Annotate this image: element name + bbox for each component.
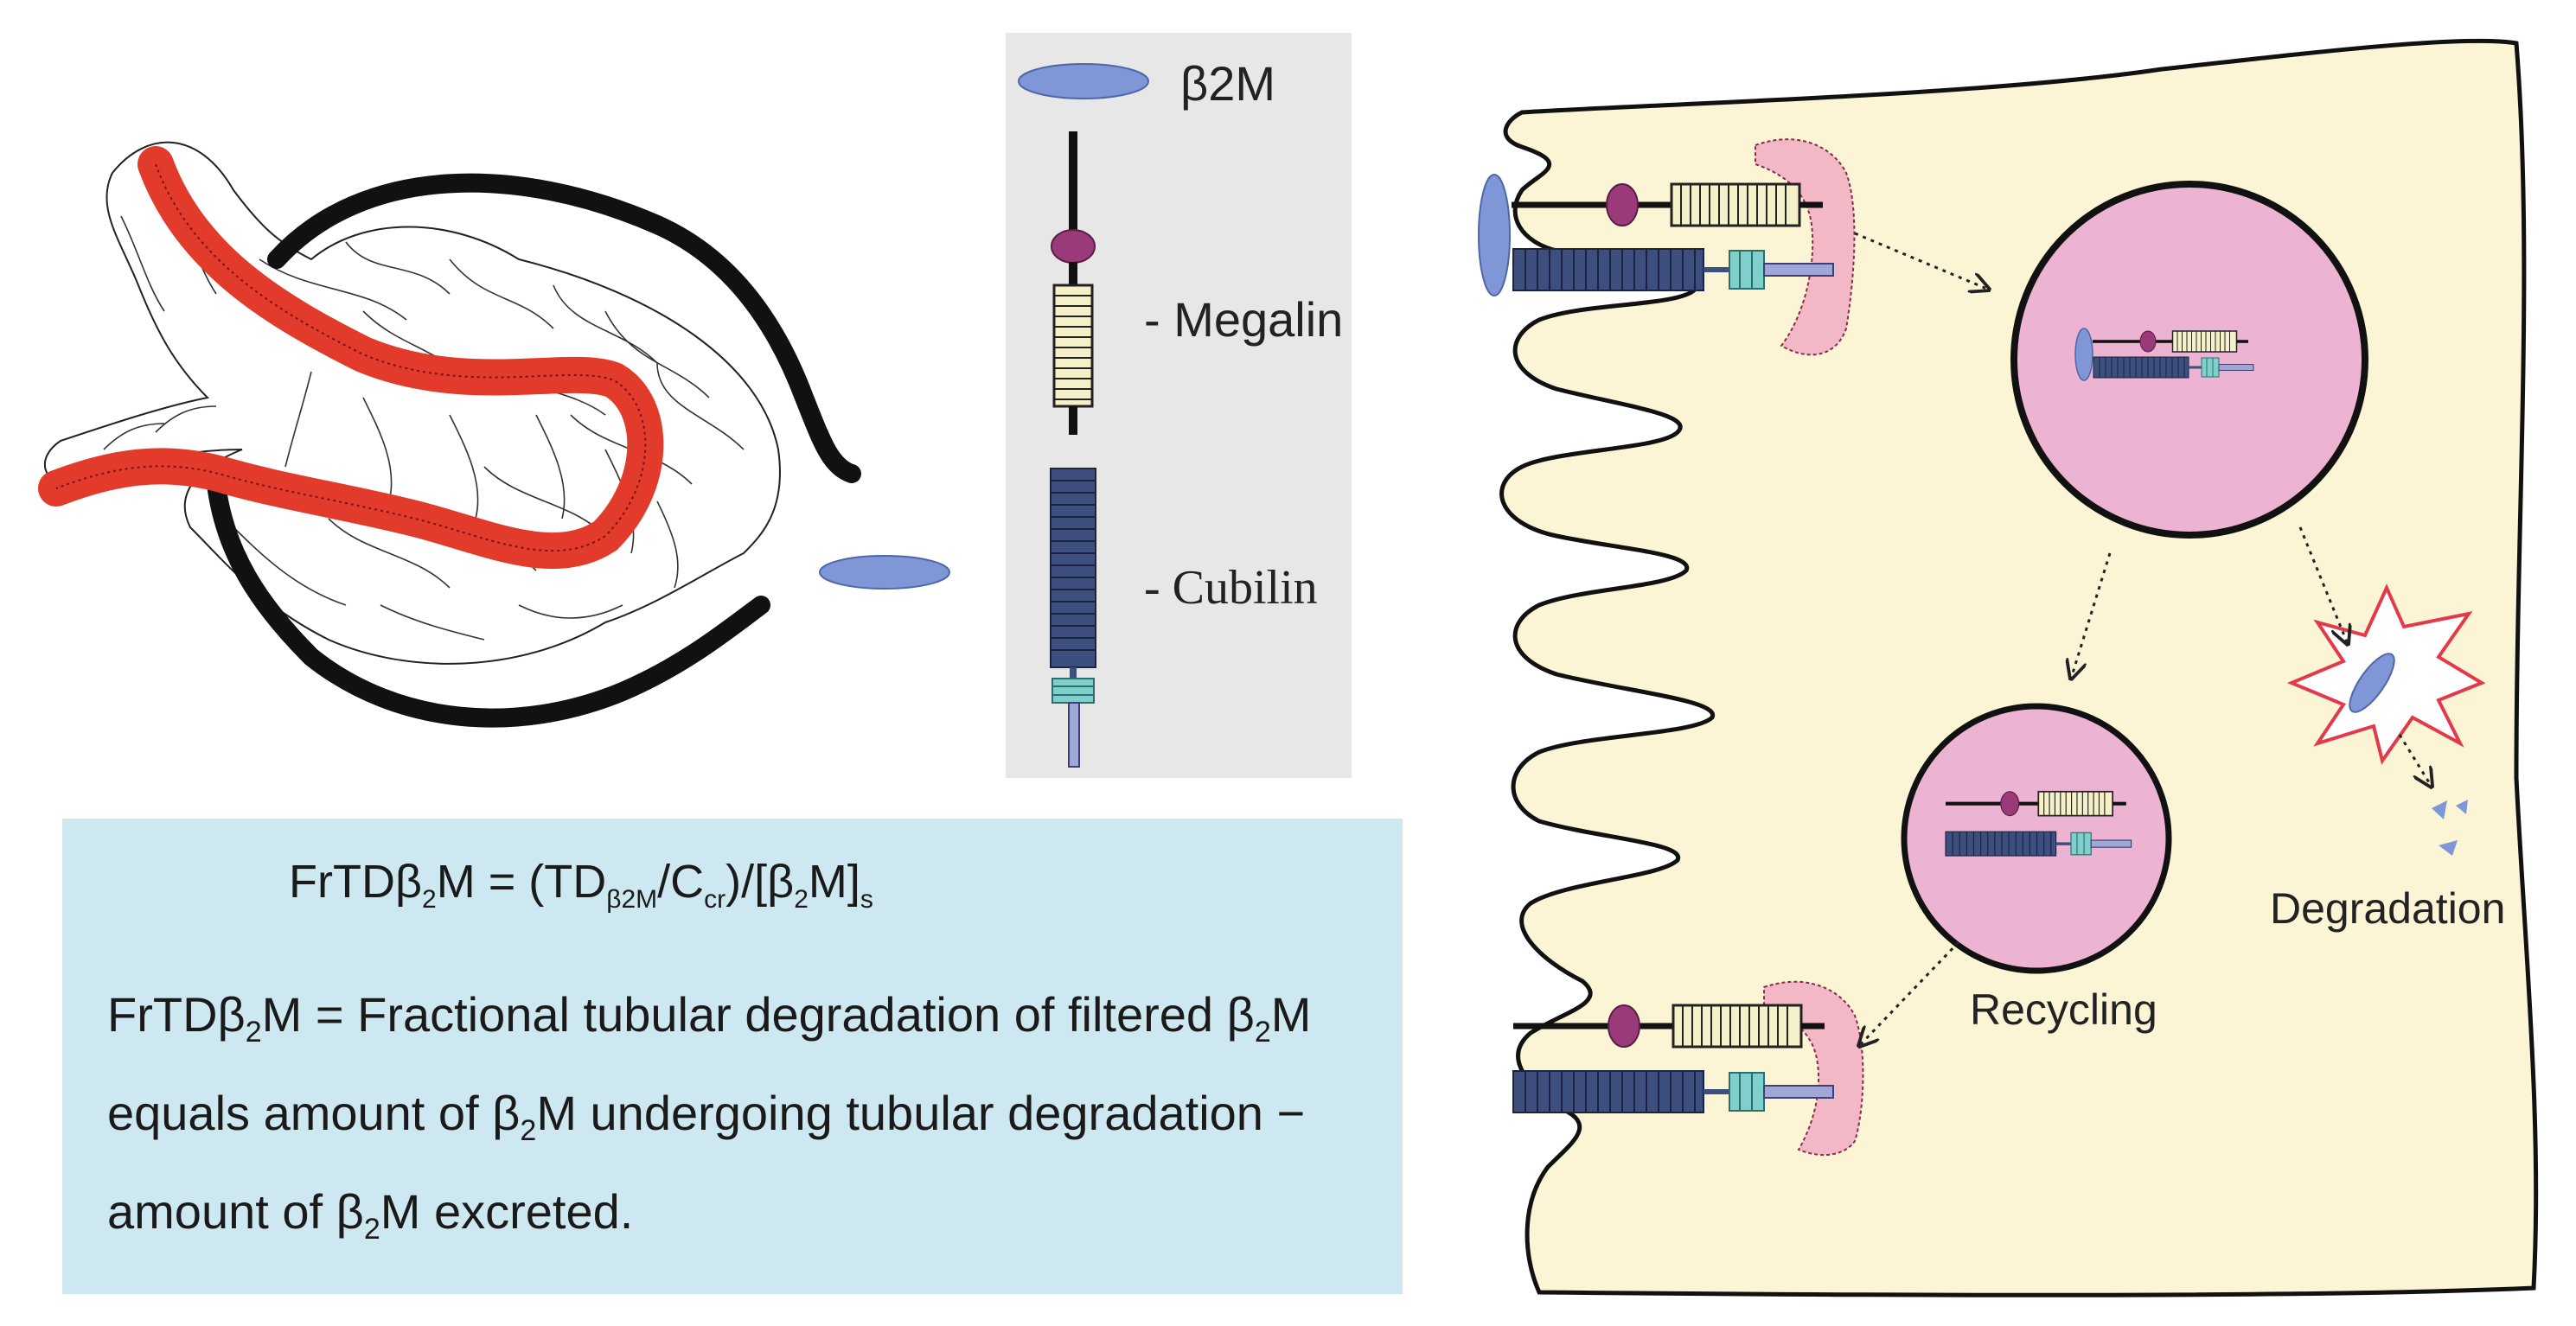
legend-megalin-ligand-icon (1051, 229, 1096, 264)
legend-cubilin-label: - Cubilin (1144, 561, 1318, 615)
endosome (2010, 181, 2368, 539)
bowman-capsule-upper (267, 173, 861, 483)
legend-b2m-icon (1018, 63, 1149, 99)
arrow-pit-to-endosome (1854, 232, 1989, 290)
legend-cubilin-anchor-icon (1051, 678, 1095, 704)
tubule-cell: Recycling Degradation (1478, 38, 2539, 1297)
b2m-degrading-icon (2349, 653, 2395, 713)
arrow-recycling-to-membrane (1859, 940, 1960, 1046)
formula-box: FrTDβ2M = (TDβ2M/Ccr)/[β2M]s FrTDβ2M = F… (62, 819, 1403, 1294)
degraded-fragment-icon (2456, 800, 2468, 814)
degraded-fragment-icon (2432, 800, 2447, 819)
legend-panel: β2M - Megalin - Cubilin (1006, 33, 1352, 778)
coated-pit-bottom (1763, 980, 1864, 1157)
degradation-label: Degradation (2270, 884, 2505, 933)
filtered-b2m-icon (819, 555, 950, 590)
legend-b2m-label: β2M (1180, 56, 1275, 111)
legend-cubilin-icon (1050, 468, 1096, 668)
glomerulus-illustration (38, 141, 861, 728)
coated-pit-top (1755, 138, 1856, 356)
recycling-label: Recycling (1970, 985, 2157, 1034)
degraded-fragment-icon (2439, 840, 2458, 856)
bowman-capsule-lower (207, 475, 770, 728)
formula-equation: FrTDβ2M = (TDβ2M/Ccr)/[β2M]s (289, 856, 873, 914)
b2m-bound-top-icon (1478, 174, 1511, 296)
legend-megalin-label: - Megalin (1144, 292, 1343, 347)
arrow-lysosome-to-fragments (2398, 734, 2432, 787)
formula-definition: FrTDβ2M = Fractional tubular degradation… (107, 987, 1312, 1246)
arrow-endosome-to-lysosome (2298, 526, 2348, 644)
